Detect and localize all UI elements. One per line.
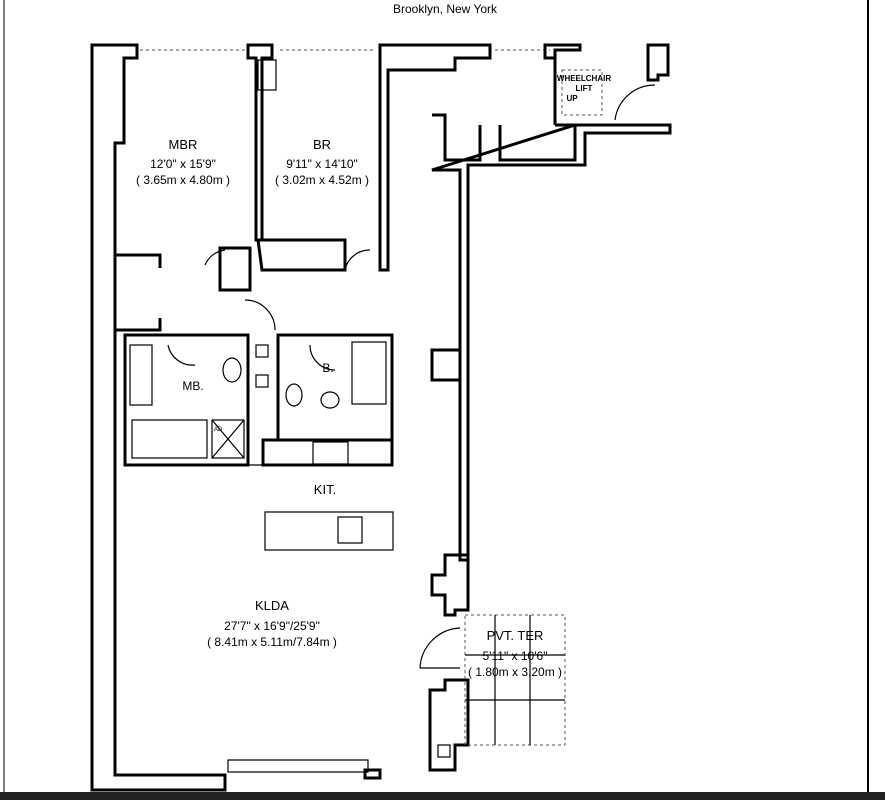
room-size-klda-metric: ( 8.41m x 5.11m/7.84m ) — [207, 635, 337, 649]
room-size-mbr-imperial: 12'0" x 15'9" — [150, 157, 216, 171]
room-size-br-imperial: 9'11" x 14'10" — [286, 157, 358, 171]
up-label: UP — [566, 94, 578, 103]
lift-label: LIFT — [576, 84, 593, 93]
room-size-klda-imperial: 27'7" x 16'9"/25'9" — [224, 619, 320, 633]
room-name-mbr: MBR — [169, 137, 198, 152]
room-name-klda: KLDA — [255, 598, 289, 613]
room-name-terrace: PVT. TER — [487, 628, 544, 643]
location-caption: Brooklyn, New York — [393, 2, 498, 16]
room-name-br: BR — [313, 137, 331, 152]
room-name-kit: KIT. — [314, 482, 336, 497]
terrace-paving — [464, 614, 566, 746]
room-size-mbr-metric: ( 3.65m x 4.80m ) — [136, 173, 230, 187]
walls — [90, 43, 672, 792]
page-border-bottom — [0, 792, 885, 800]
room-name-mb: MB. — [182, 379, 203, 393]
wheelchair-label: WHEELCHAIR — [557, 74, 611, 83]
room-size-br-metric: ( 3.02m x 4.52m ) — [275, 173, 369, 187]
ad-label: AD — [214, 427, 223, 433]
room-size-terrace-imperial: 5'11" x 10'6" — [483, 649, 548, 663]
room-size-terrace-metric: ( 1.80m x 3.20m ) — [468, 665, 562, 679]
room-name-b: B. — [322, 361, 333, 375]
